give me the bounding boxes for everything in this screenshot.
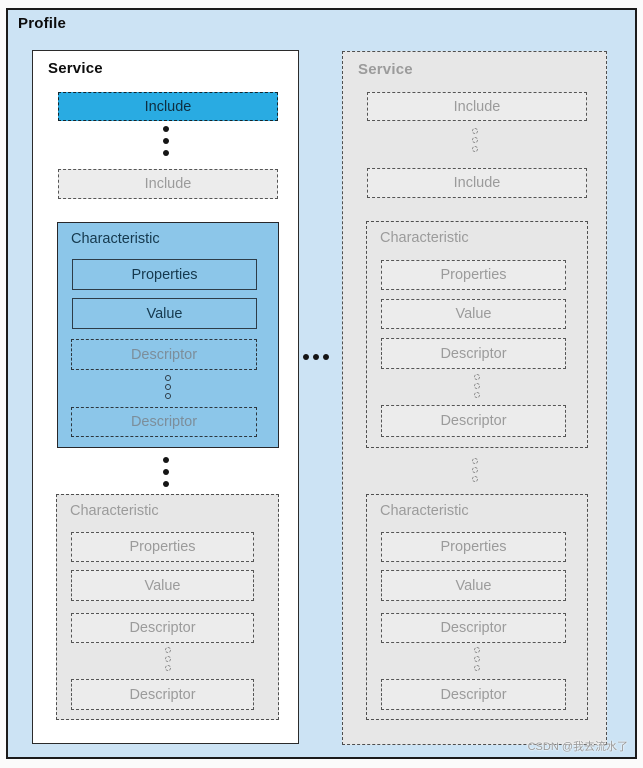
include-box-active: Include bbox=[58, 92, 278, 121]
dot bbox=[164, 647, 171, 653]
vertical-ellipsis-icon bbox=[367, 647, 587, 671]
descriptor-box: Descriptor bbox=[381, 405, 566, 437]
dot bbox=[471, 458, 478, 464]
characteristic-title: Characteristic bbox=[380, 230, 469, 246]
vertical-ellipsis-icon bbox=[57, 647, 278, 671]
dot bbox=[162, 126, 169, 132]
descriptor-box: Descriptor bbox=[71, 679, 254, 710]
dot bbox=[162, 457, 169, 463]
service-right-title: Service bbox=[358, 61, 413, 78]
profile-container: Profile Service Include Include Characte… bbox=[6, 8, 637, 759]
dot bbox=[474, 392, 480, 398]
include-box: Include bbox=[367, 168, 587, 198]
properties-box: Properties bbox=[71, 532, 254, 562]
value-box: Value bbox=[381, 570, 566, 601]
dot bbox=[165, 375, 171, 381]
include-box: Include bbox=[367, 92, 587, 121]
dot bbox=[471, 146, 478, 152]
dot bbox=[162, 481, 169, 487]
dot bbox=[474, 665, 480, 671]
characteristic-active-title: Characteristic bbox=[71, 231, 160, 247]
dot bbox=[313, 354, 319, 360]
dot bbox=[471, 128, 478, 134]
dot bbox=[323, 354, 329, 360]
dot bbox=[303, 354, 309, 360]
value-box: Value bbox=[381, 299, 566, 329]
dot bbox=[165, 384, 171, 390]
characteristic-box-more: Characteristic Properties Value Descript… bbox=[56, 494, 279, 720]
descriptor-box: Descriptor bbox=[71, 613, 254, 643]
dot bbox=[162, 469, 169, 475]
dot bbox=[474, 656, 480, 662]
dot bbox=[162, 138, 169, 144]
vertical-ellipsis-icon bbox=[58, 375, 278, 399]
csdn-watermark: CSDN @我去流水了 bbox=[527, 741, 628, 753]
dot bbox=[471, 476, 478, 482]
vertical-ellipsis-icon bbox=[33, 457, 298, 487]
characteristic-box: Characteristic Properties Value Descript… bbox=[366, 221, 588, 448]
descriptor-box: Descriptor bbox=[71, 407, 257, 437]
vertical-ellipsis-icon bbox=[343, 458, 606, 482]
value-box: Value bbox=[71, 570, 254, 601]
vertical-ellipsis-icon bbox=[33, 126, 298, 156]
descriptor-box: Descriptor bbox=[71, 339, 257, 370]
characteristic-more-title: Characteristic bbox=[70, 503, 159, 519]
dot bbox=[474, 374, 480, 380]
dot bbox=[471, 137, 478, 143]
dot bbox=[474, 383, 480, 389]
include-box-more: Include bbox=[58, 169, 278, 199]
characteristic-box: Characteristic Properties Value Descript… bbox=[366, 494, 588, 720]
descriptor-box: Descriptor bbox=[381, 679, 566, 710]
properties-box: Properties bbox=[381, 260, 566, 290]
profile-title: Profile bbox=[18, 15, 67, 32]
dot bbox=[164, 665, 171, 671]
service-box-right: Service Include Include Characteristic P… bbox=[342, 51, 607, 745]
dot bbox=[165, 393, 171, 399]
dot bbox=[164, 656, 171, 662]
vertical-ellipsis-icon bbox=[343, 128, 606, 152]
descriptor-box: Descriptor bbox=[381, 613, 566, 643]
service-left-title: Service bbox=[48, 60, 103, 77]
descriptor-box: Descriptor bbox=[381, 338, 566, 369]
dot bbox=[471, 467, 478, 473]
service-box-left: Service Include Include Characteristic P… bbox=[32, 50, 299, 744]
horizontal-ellipsis-icon bbox=[299, 354, 333, 360]
dot bbox=[162, 150, 169, 156]
dot bbox=[474, 647, 480, 653]
characteristic-title: Characteristic bbox=[380, 503, 469, 519]
value-box: Value bbox=[72, 298, 257, 329]
vertical-ellipsis-icon bbox=[367, 374, 587, 398]
properties-box: Properties bbox=[381, 532, 566, 562]
characteristic-box-active: Characteristic Properties Value Descript… bbox=[57, 222, 279, 448]
properties-box: Properties bbox=[72, 259, 257, 290]
